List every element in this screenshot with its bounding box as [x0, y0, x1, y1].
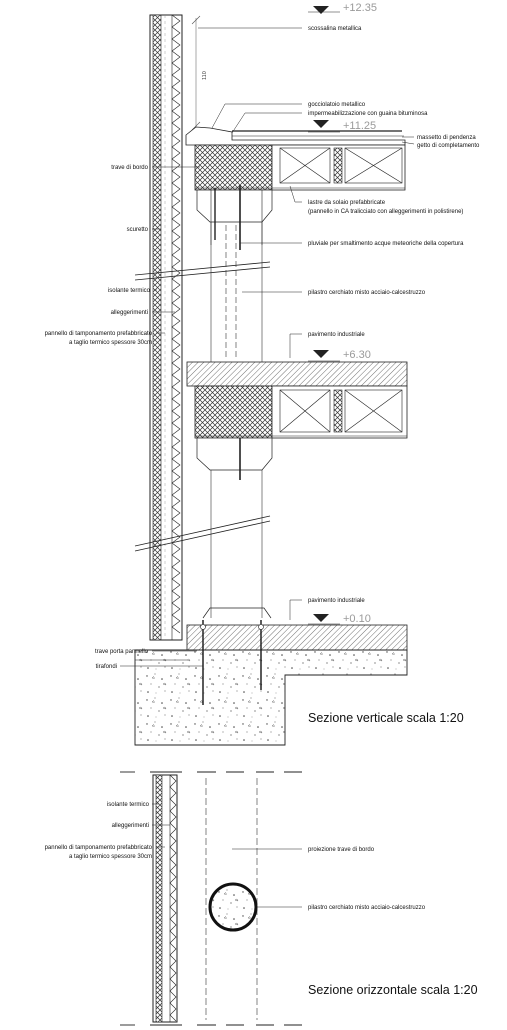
- elevation-label: +11.25: [343, 120, 376, 132]
- facade-panel-plan: [152, 774, 178, 1023]
- elevation-1235: +12.35: [308, 2, 377, 14]
- label-scossalina: scossalina metallica: [308, 26, 362, 32]
- dimension-label: 110: [202, 71, 208, 80]
- beam-projection: [205, 778, 258, 1020]
- label-pannello-plan-1: pannello di tamponamento prefabbricato: [45, 845, 153, 851]
- label-alleggerimenti: alleggerimenti: [111, 310, 148, 316]
- label-scuretto: scuretto: [127, 227, 149, 233]
- elevation-markers: +12.35 +11.25 +6.30 +0.10: [308, 2, 377, 625]
- label-getto: getto di completamento: [417, 143, 480, 149]
- label-massetto: massetto di pendenza: [417, 135, 476, 141]
- labels-vertical: scossalina metallica gocciolatoio metall…: [45, 26, 480, 670]
- elevation-1125: +11.25: [308, 120, 376, 133]
- elevation-label: +6.30: [343, 349, 371, 361]
- label-pilastro-plan: pilastro cerchiato misto acciaio-calcest…: [308, 905, 426, 911]
- elevation-630: +6.30: [308, 349, 371, 362]
- facade-panel: [149, 14, 183, 641]
- label-pannello-plan-2: a taglio termico spessore 30cm: [69, 854, 152, 860]
- label-trave-bordo: trave di bordo: [111, 165, 148, 171]
- elevation-010: +0.10: [308, 613, 371, 625]
- label-proiezione: proiezione trave di bordo: [308, 847, 375, 853]
- dimension-110: 110: [191, 15, 208, 131]
- label-impermeabilizzazione: impermeabilizzazione con guaina bitumino…: [308, 111, 428, 117]
- intermediate-floor: [186, 361, 408, 480]
- cut-marks: [120, 771, 302, 1026]
- title-horizontal: Sezione orizzontale scala 1:20: [308, 983, 478, 997]
- label-gocciolatoio: gocciolatoio metallico: [308, 102, 366, 108]
- label-lastre-2: (pannello in CA tralicciato con allegger…: [308, 209, 463, 215]
- break-lines: [134, 261, 271, 552]
- label-pavimento-2: pavimento industriale: [308, 598, 365, 604]
- title-vertical: Sezione verticale scala 1:20: [308, 711, 464, 725]
- roof-slab: [185, 126, 406, 191]
- label-lastre-1: lastre da solaio prefabbricate: [308, 200, 386, 206]
- pillar-plan: [208, 882, 258, 932]
- column-head-top: [196, 185, 273, 250]
- label-isolante: isolante termico: [108, 288, 151, 294]
- elevation-label: +12.35: [343, 2, 377, 14]
- label-pannello-1: pannello di tamponamento prefabbricato: [45, 331, 153, 337]
- label-pavimento-1: pavimento industriale: [308, 332, 365, 338]
- ground-floor: [134, 607, 408, 746]
- label-alleggerimenti-plan: alleggerimenti: [112, 823, 149, 829]
- label-pilastro: pilastro cerchiato misto acciaio-calcest…: [308, 290, 426, 296]
- vertical-section: 110: [45, 2, 480, 746]
- labels-horizontal: isolante termico alleggerimenti pannello…: [45, 802, 426, 911]
- leader-lines-plan: [152, 803, 302, 908]
- label-isolante-plan: isolante termico: [107, 802, 150, 808]
- label-pannello-2: a taglio termico spessore 30cm: [69, 340, 152, 346]
- horizontal-section: isolante termico alleggerimenti pannello…: [45, 771, 478, 1026]
- leader-lines: [120, 27, 415, 667]
- label-tirafondi: tirafondi: [96, 664, 117, 670]
- label-trave-porta: trave porta pannello: [95, 649, 149, 655]
- label-pluviale: pluviale per smaltimento acque meteorich…: [308, 241, 464, 247]
- elevation-label: +0.10: [343, 613, 371, 625]
